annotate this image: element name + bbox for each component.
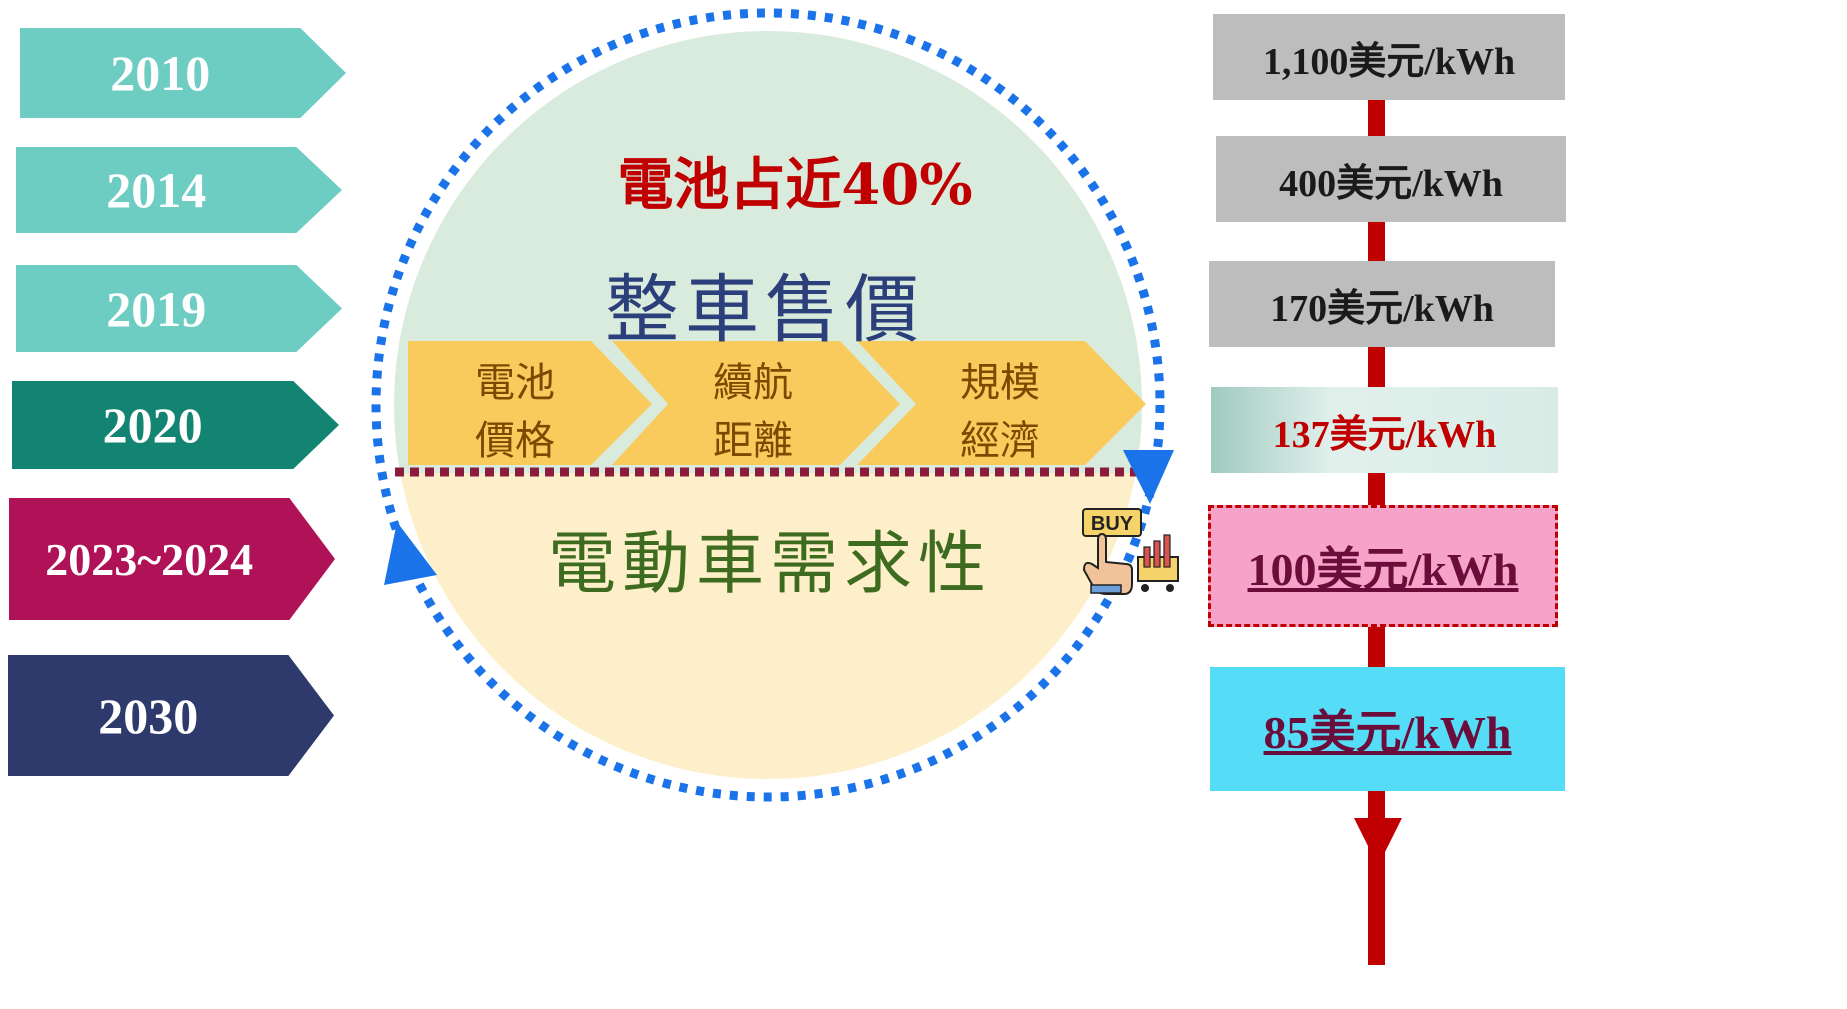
year-2023-2024: 2023~2024 <box>9 498 335 620</box>
price-label: 400美元/kWh <box>1279 162 1503 205</box>
year-2019: 2019 <box>16 265 342 352</box>
year-label: 2010 <box>110 45 211 101</box>
factor-line: 經濟 <box>960 418 1040 464</box>
price-2023-2024: 100美元/kWh <box>1208 505 1558 627</box>
ev-demand-label: 電動車需求性 <box>547 525 992 604</box>
price-label: 85美元/kWh <box>1263 707 1512 758</box>
arrow-down-right <box>1123 450 1174 504</box>
price-label: 1,100美元/kWh <box>1262 40 1516 83</box>
timeline-arrowhead <box>1354 818 1402 866</box>
dotted-circle <box>371 8 1165 802</box>
factor-scale-economy: 規模 經濟 <box>925 354 1075 470</box>
factor-range: 續航 距離 <box>678 354 828 470</box>
factor-chevrons <box>408 341 1146 465</box>
year-label: 2030 <box>98 687 199 744</box>
price-2019: 170美元/kWh <box>1209 261 1555 347</box>
year-label: 2019 <box>106 280 207 337</box>
vehicle-price-label: 整車售價 <box>605 267 925 353</box>
factor-line: 電池 <box>475 360 555 406</box>
year-label: 2023~2024 <box>45 533 254 585</box>
year-2014: 2014 <box>16 147 342 233</box>
price-label: 170美元/kWh <box>1270 287 1494 330</box>
buy-icon-label: BUY <box>1091 513 1134 535</box>
price-2030: 85美元/kWh <box>1210 667 1565 791</box>
factor-battery-price: 電池 價格 <box>440 354 590 470</box>
year-2020: 2020 <box>12 381 339 469</box>
factor-line: 續航 <box>713 360 793 406</box>
buy-icon: BUY <box>1082 508 1179 595</box>
factor-line: 價格 <box>475 418 555 464</box>
battery-share-label: 電池占近40% <box>617 152 973 218</box>
price-2020: 137美元/kWh <box>1211 387 1558 473</box>
year-2030: 2030 <box>8 655 334 776</box>
year-2010: 2010 <box>20 28 346 118</box>
price-label: 100美元/kWh <box>1247 544 1519 595</box>
arrow-up-left <box>384 522 437 585</box>
price-2010: 1,100美元/kWh <box>1213 14 1565 100</box>
price-2014: 400美元/kWh <box>1216 136 1566 222</box>
factor-line: 規模 <box>960 360 1040 406</box>
year-label: 2014 <box>106 162 207 218</box>
year-label: 2020 <box>102 397 203 453</box>
factor-line: 距離 <box>713 418 793 464</box>
price-label: 137美元/kWh <box>1272 413 1497 456</box>
